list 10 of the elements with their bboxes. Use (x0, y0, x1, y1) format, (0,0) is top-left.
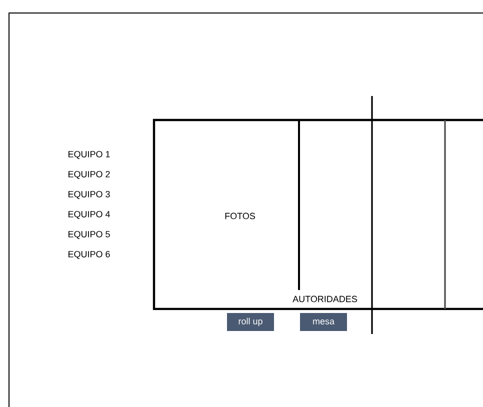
room-label: AUTORIDADES (292, 296, 358, 302)
room-label: EQUIPO 3 (68, 191, 110, 199)
room-label: EQUIPO 6 (68, 251, 110, 259)
room-label: EQUIPO 5 (68, 231, 110, 239)
tag-box: roll up (227, 312, 274, 331)
room-label: EQUIPO 4 (68, 211, 110, 219)
room-label: EQUIPO 2 (68, 171, 110, 179)
room-label: EQUIPO 1 (68, 151, 110, 159)
room-label: FOTOS (225, 212, 256, 220)
tag-box: mesa (300, 312, 347, 331)
